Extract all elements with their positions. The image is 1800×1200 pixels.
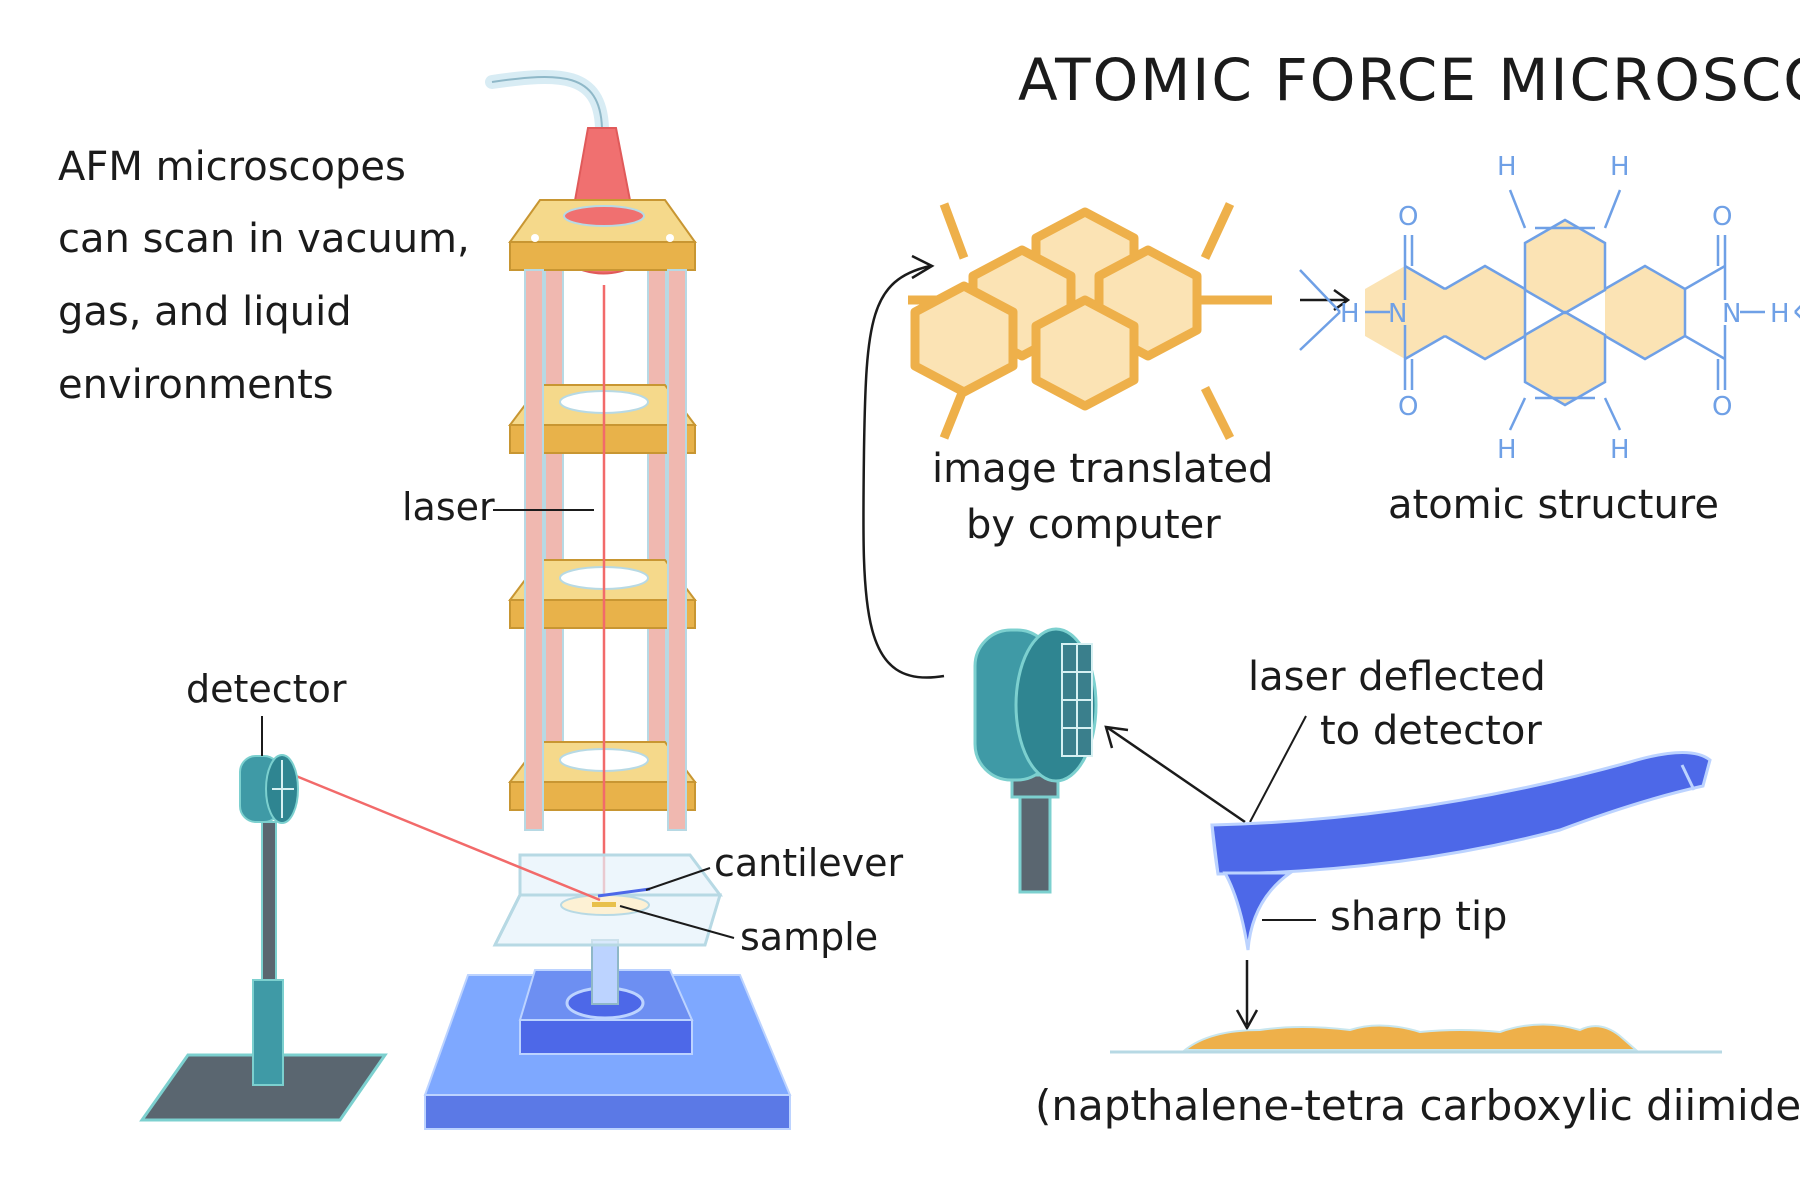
- atom-h-top-left: H: [1497, 152, 1517, 182]
- sample-label: sample: [740, 915, 878, 959]
- sharp-tip-shape: [1222, 871, 1295, 951]
- image-translated-label-1: image translated: [932, 446, 1273, 492]
- atom-o-top-left: O: [1398, 202, 1418, 232]
- cantilever-large: [1210, 751, 1712, 951]
- cantilever-label: cantilever: [714, 841, 904, 885]
- intro-line-3: gas, and liquid: [58, 289, 352, 335]
- post-front-left: [524, 269, 544, 831]
- laser-tower: [485, 69, 697, 903]
- atom-h-bottom-left: H: [1497, 435, 1517, 465]
- intro-line-4: environments: [58, 362, 334, 408]
- tip-down-arrow: [1235, 960, 1259, 1031]
- atom-o-top-right: O: [1712, 202, 1732, 232]
- atomic-structure: H H H H O O O O N N H H: [1299, 152, 1800, 465]
- hex-4: [1031, 295, 1139, 411]
- sample-surface: [1110, 1023, 1722, 1054]
- curved-arrow-to-image: [862, 254, 945, 679]
- page-title: ATOMIC FORCE MICROSCOPY: [1018, 46, 1800, 114]
- cantilever-small: [597, 887, 651, 898]
- laser-beam-reflected: [295, 774, 601, 902]
- hex-5: [910, 281, 1018, 397]
- molecule-name-label: (napthalene-tetra carboxylic diimide): [1035, 1081, 1800, 1130]
- deflected-beam-arrow: [1104, 725, 1246, 824]
- right-detector: [973, 627, 1098, 894]
- atom-o-bottom-left: O: [1398, 392, 1418, 422]
- laser-deflected-leader: [1249, 715, 1307, 823]
- post-back-left: [544, 261, 564, 803]
- post-front-right: [667, 269, 687, 831]
- intro-line-2: can scan in vacuum,: [58, 216, 470, 262]
- plate-top: [508, 199, 697, 271]
- sample-stage: [423, 853, 792, 1130]
- sharp-tip-label: sharp tip: [1330, 894, 1507, 940]
- atom-h-left: H: [1340, 299, 1360, 329]
- stage-column: [591, 939, 619, 1005]
- atomic-structure-label: atomic structure: [1388, 482, 1719, 528]
- laser-deflected-label-1: laser deflected: [1248, 654, 1546, 700]
- left-detector-stand: [139, 754, 601, 1122]
- intro-text: AFM microscopes can scan in vacuum, gas,…: [58, 144, 470, 408]
- laser-label: laser: [402, 485, 495, 529]
- laser-deflected-label-2: to detector: [1320, 708, 1542, 754]
- intro-line-1: AFM microscopes: [58, 144, 406, 190]
- atom-h-right: H: [1770, 299, 1790, 329]
- image-translated-label-2: by computer: [966, 502, 1221, 548]
- detector-label: detector: [186, 667, 347, 711]
- laser-cable: [485, 69, 609, 135]
- atom-h-bottom-right: H: [1610, 435, 1630, 465]
- atom-o-bottom-right: O: [1712, 392, 1732, 422]
- sample-leader: [619, 905, 735, 939]
- atom-n-left: N: [1388, 299, 1407, 329]
- stage-base-front: [424, 1094, 791, 1130]
- atom-n-right: N: [1722, 299, 1741, 329]
- cantilever-leader: [645, 867, 711, 891]
- honeycomb-image: [908, 202, 1272, 441]
- atom-h-top-right: H: [1610, 152, 1630, 182]
- post-back-right: [647, 261, 667, 803]
- arrow-to-structure: [1300, 288, 1351, 312]
